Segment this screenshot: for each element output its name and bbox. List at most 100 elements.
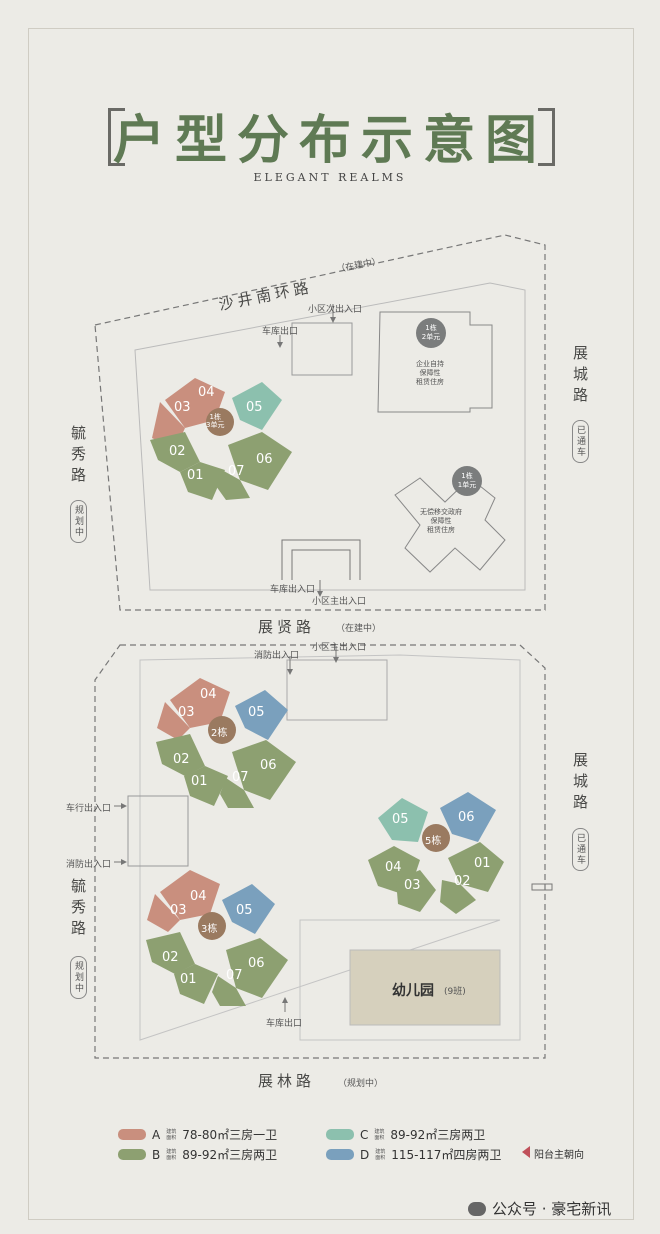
unit-03: 03 bbox=[178, 705, 195, 720]
legend-d-text: 115-117㎡四房两卫 bbox=[391, 1148, 502, 1162]
road-west-bottom: 毓秀路 bbox=[69, 878, 87, 941]
road-middle: 展贤路 bbox=[258, 618, 316, 636]
label-bottom-vehicle: 车行出入口 bbox=[66, 804, 112, 814]
road-south-status: （规划中） bbox=[338, 1079, 384, 1089]
bottom-plot bbox=[94, 644, 553, 1059]
title-wrap: 户型分布示意图 bbox=[0, 98, 660, 173]
building-1-2-badge: 1栋 2单元 bbox=[416, 318, 446, 348]
cluster-1-3 bbox=[150, 378, 292, 500]
label-top-garage: 车库出口 bbox=[262, 327, 299, 337]
bottom-inner-boundary bbox=[139, 654, 521, 1041]
ramp-bottom bbox=[127, 795, 189, 867]
page-frame bbox=[28, 28, 634, 1220]
unit-01: 01 bbox=[187, 468, 204, 483]
road-west-bottom-status: 规划中 bbox=[70, 956, 87, 999]
title-bracket-left bbox=[108, 108, 125, 166]
unit-05: 05 bbox=[246, 400, 263, 415]
cluster-5 bbox=[368, 792, 504, 914]
road-middle-status: （在建中） bbox=[336, 624, 382, 634]
watermark-text: 公众号 · 豪宅新讯 bbox=[492, 1200, 612, 1218]
legend-a-swatch bbox=[118, 1129, 146, 1140]
legend-b: B 建筑 面积 89-92㎡三房两卫 bbox=[118, 1146, 277, 1163]
legend-c: C 建筑 面积 89-92㎡三房两卫 bbox=[326, 1126, 485, 1143]
unit-01: 01 bbox=[180, 972, 197, 987]
legend-balcony-text: 阳台主朝向 bbox=[534, 1150, 584, 1161]
unit-02: 02 bbox=[162, 950, 179, 965]
building-1-2-outline bbox=[377, 311, 493, 413]
page-title: 户型分布示意图 bbox=[112, 111, 547, 171]
road-west-top: 毓秀路 bbox=[69, 425, 87, 488]
road-west-top-status: 规划中 bbox=[70, 500, 87, 543]
unit-06: 06 bbox=[260, 758, 277, 773]
title-bracket-right bbox=[538, 108, 555, 166]
kindergarten-label: 幼儿园 bbox=[392, 983, 434, 999]
label-bottom-fire-top: 消防出入口 bbox=[254, 651, 300, 661]
label-top-secondary: 小区次出入口 bbox=[308, 305, 363, 315]
legend-balcony: 阳台主朝向 bbox=[534, 1146, 584, 1161]
legend-b-swatch bbox=[118, 1149, 146, 1160]
legend-a-text: 78-80㎡三房一卫 bbox=[182, 1128, 278, 1142]
legend-b-letter: B bbox=[152, 1147, 161, 1162]
unit-01: 01 bbox=[474, 856, 491, 871]
unit-03: 03 bbox=[404, 878, 421, 893]
legend-b-tag: 建筑 面积 bbox=[166, 1148, 177, 1161]
unit-06: 06 bbox=[248, 956, 265, 971]
cluster-3 bbox=[146, 870, 288, 1006]
unit-04: 04 bbox=[190, 889, 207, 904]
unit-07: 07 bbox=[232, 770, 249, 785]
legend-c-swatch bbox=[326, 1129, 354, 1140]
legend-a-letter: A bbox=[152, 1127, 161, 1142]
road-east-bottom: 展城路 bbox=[571, 752, 589, 815]
unit-05: 05 bbox=[248, 705, 265, 720]
unit-06: 06 bbox=[458, 810, 475, 825]
unit-02-shape bbox=[150, 432, 200, 472]
bottom-boundary bbox=[94, 644, 546, 1059]
unit-01: 01 bbox=[191, 774, 208, 789]
legend-a: A 建筑 面积 78-80㎡三房一卫 bbox=[118, 1126, 277, 1143]
unit-07: 07 bbox=[226, 968, 243, 983]
label-bottom-garage: 车库出口 bbox=[266, 1019, 303, 1029]
legend-d: D 建筑 面积 115-117㎡四房两卫 bbox=[326, 1146, 501, 1163]
unit-03: 03 bbox=[174, 400, 191, 415]
building-1-1-desc: 无偿移交政府 保障性 租赁住房 bbox=[420, 508, 462, 534]
unit-07: 07 bbox=[228, 464, 245, 479]
unit-04: 04 bbox=[200, 687, 217, 702]
unit-02: 02 bbox=[454, 874, 471, 889]
building-1-1-badge: 1栋 1单元 bbox=[452, 466, 482, 496]
road-east-top: 展城路 bbox=[571, 345, 589, 408]
legend-a-tag: 建筑 面积 bbox=[166, 1128, 177, 1141]
unit-04: 04 bbox=[198, 385, 215, 400]
unit-01-shape bbox=[180, 462, 225, 500]
road-south: 展林路 bbox=[258, 1072, 316, 1090]
building-5-label: 5栋 bbox=[425, 836, 442, 847]
wechat-icon bbox=[468, 1201, 486, 1216]
cluster-2 bbox=[156, 678, 296, 808]
label-top-garage-in: 车库出入口 bbox=[270, 585, 316, 595]
legend-d-tag: 建筑 面积 bbox=[375, 1148, 386, 1161]
unit-05: 05 bbox=[392, 812, 409, 827]
top-plot bbox=[94, 234, 546, 611]
parking-structure bbox=[291, 322, 353, 376]
label-top-main: 小区主出入口 bbox=[312, 597, 367, 607]
building-3-label: 3栋 bbox=[201, 924, 218, 935]
page-subtitle: ELEGANT REALMS bbox=[253, 171, 407, 184]
legend-c-tag: 建筑 面积 bbox=[374, 1128, 385, 1141]
unit-07-shape bbox=[216, 470, 250, 500]
legend-b-text: 89-92㎡三房两卫 bbox=[182, 1148, 278, 1162]
building-1-1-outline bbox=[394, 477, 506, 573]
legend-d-letter: D bbox=[360, 1147, 370, 1162]
legend-d-swatch bbox=[326, 1149, 354, 1160]
legend-c-letter: C bbox=[360, 1127, 369, 1142]
building-1-2-desc: 企业自持 保障性 租赁住房 bbox=[416, 360, 444, 386]
road-east-top-status: 已通车 bbox=[572, 420, 589, 463]
label-bottom-fire-left: 消防出入口 bbox=[66, 860, 112, 870]
unit-04: 04 bbox=[385, 860, 402, 875]
road-east-bottom-status: 已通车 bbox=[572, 828, 589, 871]
unit-02: 02 bbox=[169, 444, 186, 459]
garage-ramp bbox=[281, 539, 361, 580]
kindergarten-note: (9班) bbox=[444, 987, 466, 997]
watermark: 公众号 · 豪宅新讯 bbox=[468, 1198, 611, 1219]
top-inner-boundary bbox=[134, 282, 526, 591]
unit-06-shape bbox=[228, 432, 292, 490]
